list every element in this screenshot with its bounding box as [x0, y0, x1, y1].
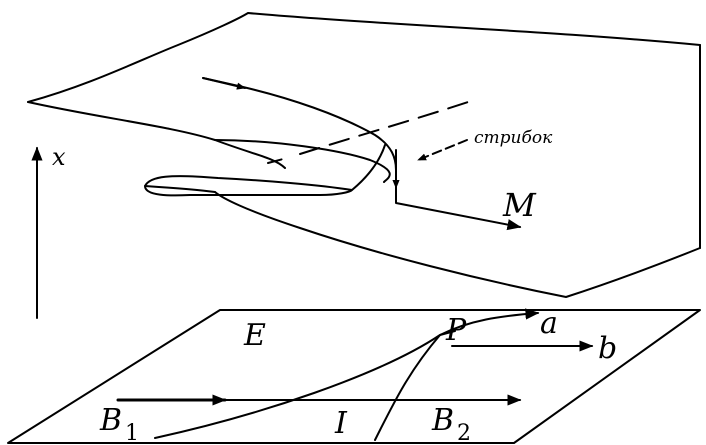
- curve-b-label: b: [598, 331, 617, 366]
- point-b1-label: B: [99, 403, 122, 438]
- plane-label: E: [243, 318, 266, 353]
- surface-left-edge: [27, 101, 286, 169]
- trajectory-dashed-2: [299, 101, 469, 155]
- point-p-label: P: [445, 313, 467, 348]
- point-b1-subscript: 1: [125, 421, 139, 445]
- fold-upper-sheet: [214, 139, 391, 183]
- control-plane: [7, 309, 701, 444]
- x-axis-label: x: [52, 143, 66, 171]
- trajectory-dashed: [267, 157, 288, 164]
- surface-top-edge: [27, 12, 701, 103]
- point-b2-label: B: [431, 403, 454, 438]
- jump-pointer-arrow: [417, 139, 468, 161]
- jump-label: стрибок: [474, 128, 553, 148]
- trajectory-upper: [202, 77, 397, 171]
- point-b2-subscript: 2: [457, 421, 471, 445]
- surface-bottom-edge: [214, 191, 701, 298]
- trajectory-arrow-entry: [202, 77, 246, 90]
- bifurcation-curve-right: [374, 330, 456, 441]
- point-i-label: I: [334, 406, 348, 441]
- surface-label: M: [502, 186, 537, 224]
- fold-inner-curve: [144, 185, 216, 193]
- bifurcation-curve-left: [154, 308, 540, 439]
- curve-a-label: a: [540, 306, 558, 341]
- trajectory-lower: [395, 187, 522, 231]
